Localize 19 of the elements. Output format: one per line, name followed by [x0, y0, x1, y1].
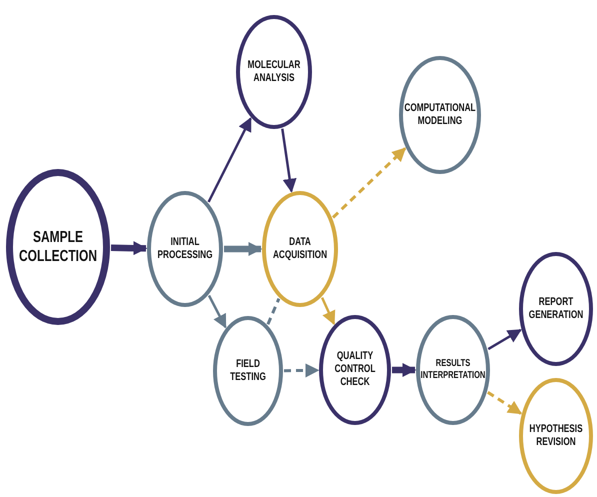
arrow — [392, 363, 416, 377]
node-label: HYPOTHESIS REVISION — [528, 422, 584, 450]
node-label: COMPUTATIONAL MODELING — [403, 102, 477, 128]
arrow — [207, 117, 252, 203]
connector-line — [266, 298, 280, 325]
arrow — [284, 363, 320, 378]
arrow — [320, 297, 336, 326]
node-label: INITIAL PROCESSING — [156, 236, 214, 262]
arrow — [208, 294, 227, 329]
node-label: QUALITY CONTROL CHECK — [334, 350, 376, 390]
node-label: REPORT GENERATION — [528, 296, 584, 322]
node-label: DATA ACQUISITION — [272, 236, 328, 262]
arrow — [224, 242, 262, 256]
node-label: MOLECULAR ANALYSIS — [246, 58, 302, 86]
arrow — [110, 241, 148, 256]
node-label: RESULTS INTERPRETATION — [420, 358, 486, 382]
node-label: SAMPLE COLLECTION — [18, 228, 98, 266]
arrow — [281, 128, 297, 193]
node-label: FIELD TESTING — [229, 358, 267, 384]
